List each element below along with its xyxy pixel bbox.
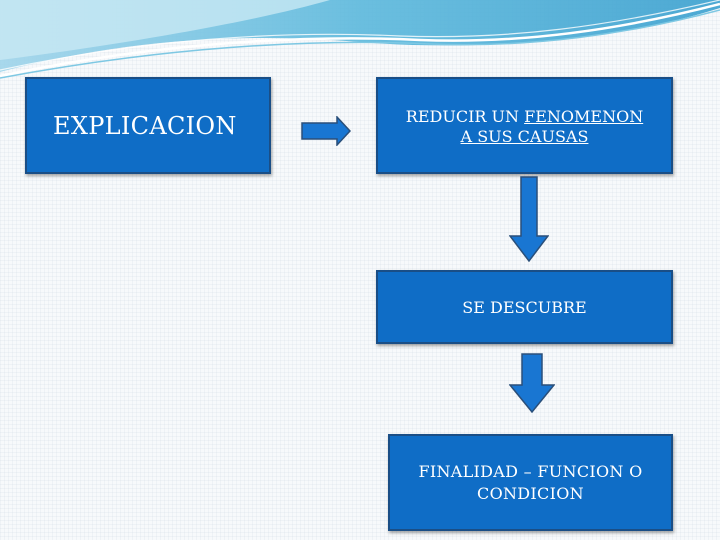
arrow-right-icon <box>301 116 351 146</box>
explicacion-label: EXPLICACION <box>53 111 237 140</box>
descubre-label: SE DESCUBRE <box>462 297 587 317</box>
finalidad-line2: CONDICION <box>477 483 584 503</box>
reducir-box: REDUCIR UN FENOMENON A SUS CAUSAS <box>376 77 673 174</box>
header-wave-decoration <box>0 0 720 79</box>
finalidad-box: FINALIDAD – FUNCION O CONDICION <box>388 434 673 531</box>
finalidad-line1: FINALIDAD – FUNCION O <box>418 461 643 481</box>
arrow-down-icon <box>509 176 549 262</box>
explicacion-box: EXPLICACION <box>25 77 271 174</box>
reducir-line2: A SUS CAUSAS <box>460 127 589 146</box>
finalidad-label: FINALIDAD – FUNCION O CONDICION <box>418 461 642 505</box>
descubre-box: SE DESCUBRE <box>376 270 673 344</box>
reducir-label: REDUCIR UN FENOMENON A SUS CAUSAS <box>406 107 643 147</box>
reducir-line1-underlined: FENOMENON <box>524 107 644 126</box>
reducir-line1-plain: REDUCIR UN <box>405 107 525 126</box>
arrow-down-icon <box>509 353 555 413</box>
